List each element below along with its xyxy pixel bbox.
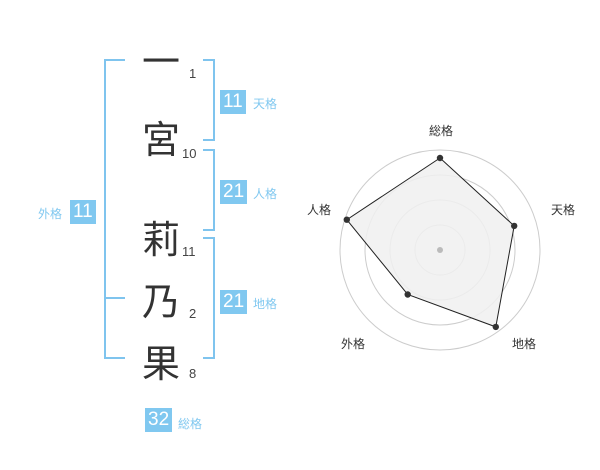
tenkaku-value-badge: 11 bbox=[220, 90, 246, 114]
jinkaku-value-badge: 21 bbox=[220, 180, 248, 204]
jinkaku-bracket bbox=[203, 149, 215, 231]
radar-ring-4 bbox=[339, 149, 541, 351]
radar-point-5 bbox=[343, 216, 350, 223]
jinkaku-label: 人格 bbox=[253, 187, 278, 201]
name-char-5: 果 bbox=[141, 342, 180, 386]
radar-value-polygon bbox=[346, 157, 515, 328]
tenkaku-label: 天格 bbox=[253, 97, 278, 111]
radar-axis-label-tenkaku: 天格 bbox=[551, 203, 576, 217]
radar-axis-label-soukaku: 総格 bbox=[429, 124, 454, 138]
chikaku-bracket bbox=[203, 237, 215, 359]
stroke-count-5: 8 bbox=[189, 366, 197, 381]
radar-point-4 bbox=[404, 291, 411, 298]
name-char-2: 宮 bbox=[141, 118, 180, 162]
name-char-3: 莉 bbox=[141, 218, 180, 262]
radar-axis-label-jinkaku: 人格 bbox=[307, 203, 332, 217]
soukaku-value-badge: 32 bbox=[145, 408, 173, 432]
radar-axis-label-chikaku: 地格 bbox=[512, 337, 537, 351]
name-char-4: 乃 bbox=[141, 280, 180, 324]
gaikaku-label: 外格 bbox=[38, 207, 63, 221]
chikaku-label: 地格 bbox=[253, 297, 278, 311]
radar-axis-label-gaikaku: 外格 bbox=[341, 337, 366, 351]
radar-point-1 bbox=[436, 154, 444, 162]
tenkaku-bracket bbox=[203, 59, 215, 141]
stroke-count-2: 10 bbox=[182, 146, 197, 161]
stroke-count-4: 2 bbox=[189, 306, 197, 321]
radar-center-dot bbox=[437, 247, 443, 253]
gaikaku-bracket bbox=[104, 59, 125, 359]
radar-point-2 bbox=[511, 222, 518, 230]
name-char-1: 一 bbox=[141, 40, 180, 84]
chikaku-value-badge: 21 bbox=[220, 290, 248, 314]
stroke-count-1: 1 bbox=[189, 66, 197, 81]
stroke-count-3: 11 bbox=[182, 244, 196, 259]
gaikaku-value-badge: 11 bbox=[70, 200, 96, 224]
soukaku-label: 総格 bbox=[178, 417, 203, 431]
radar-point-3 bbox=[492, 323, 499, 331]
